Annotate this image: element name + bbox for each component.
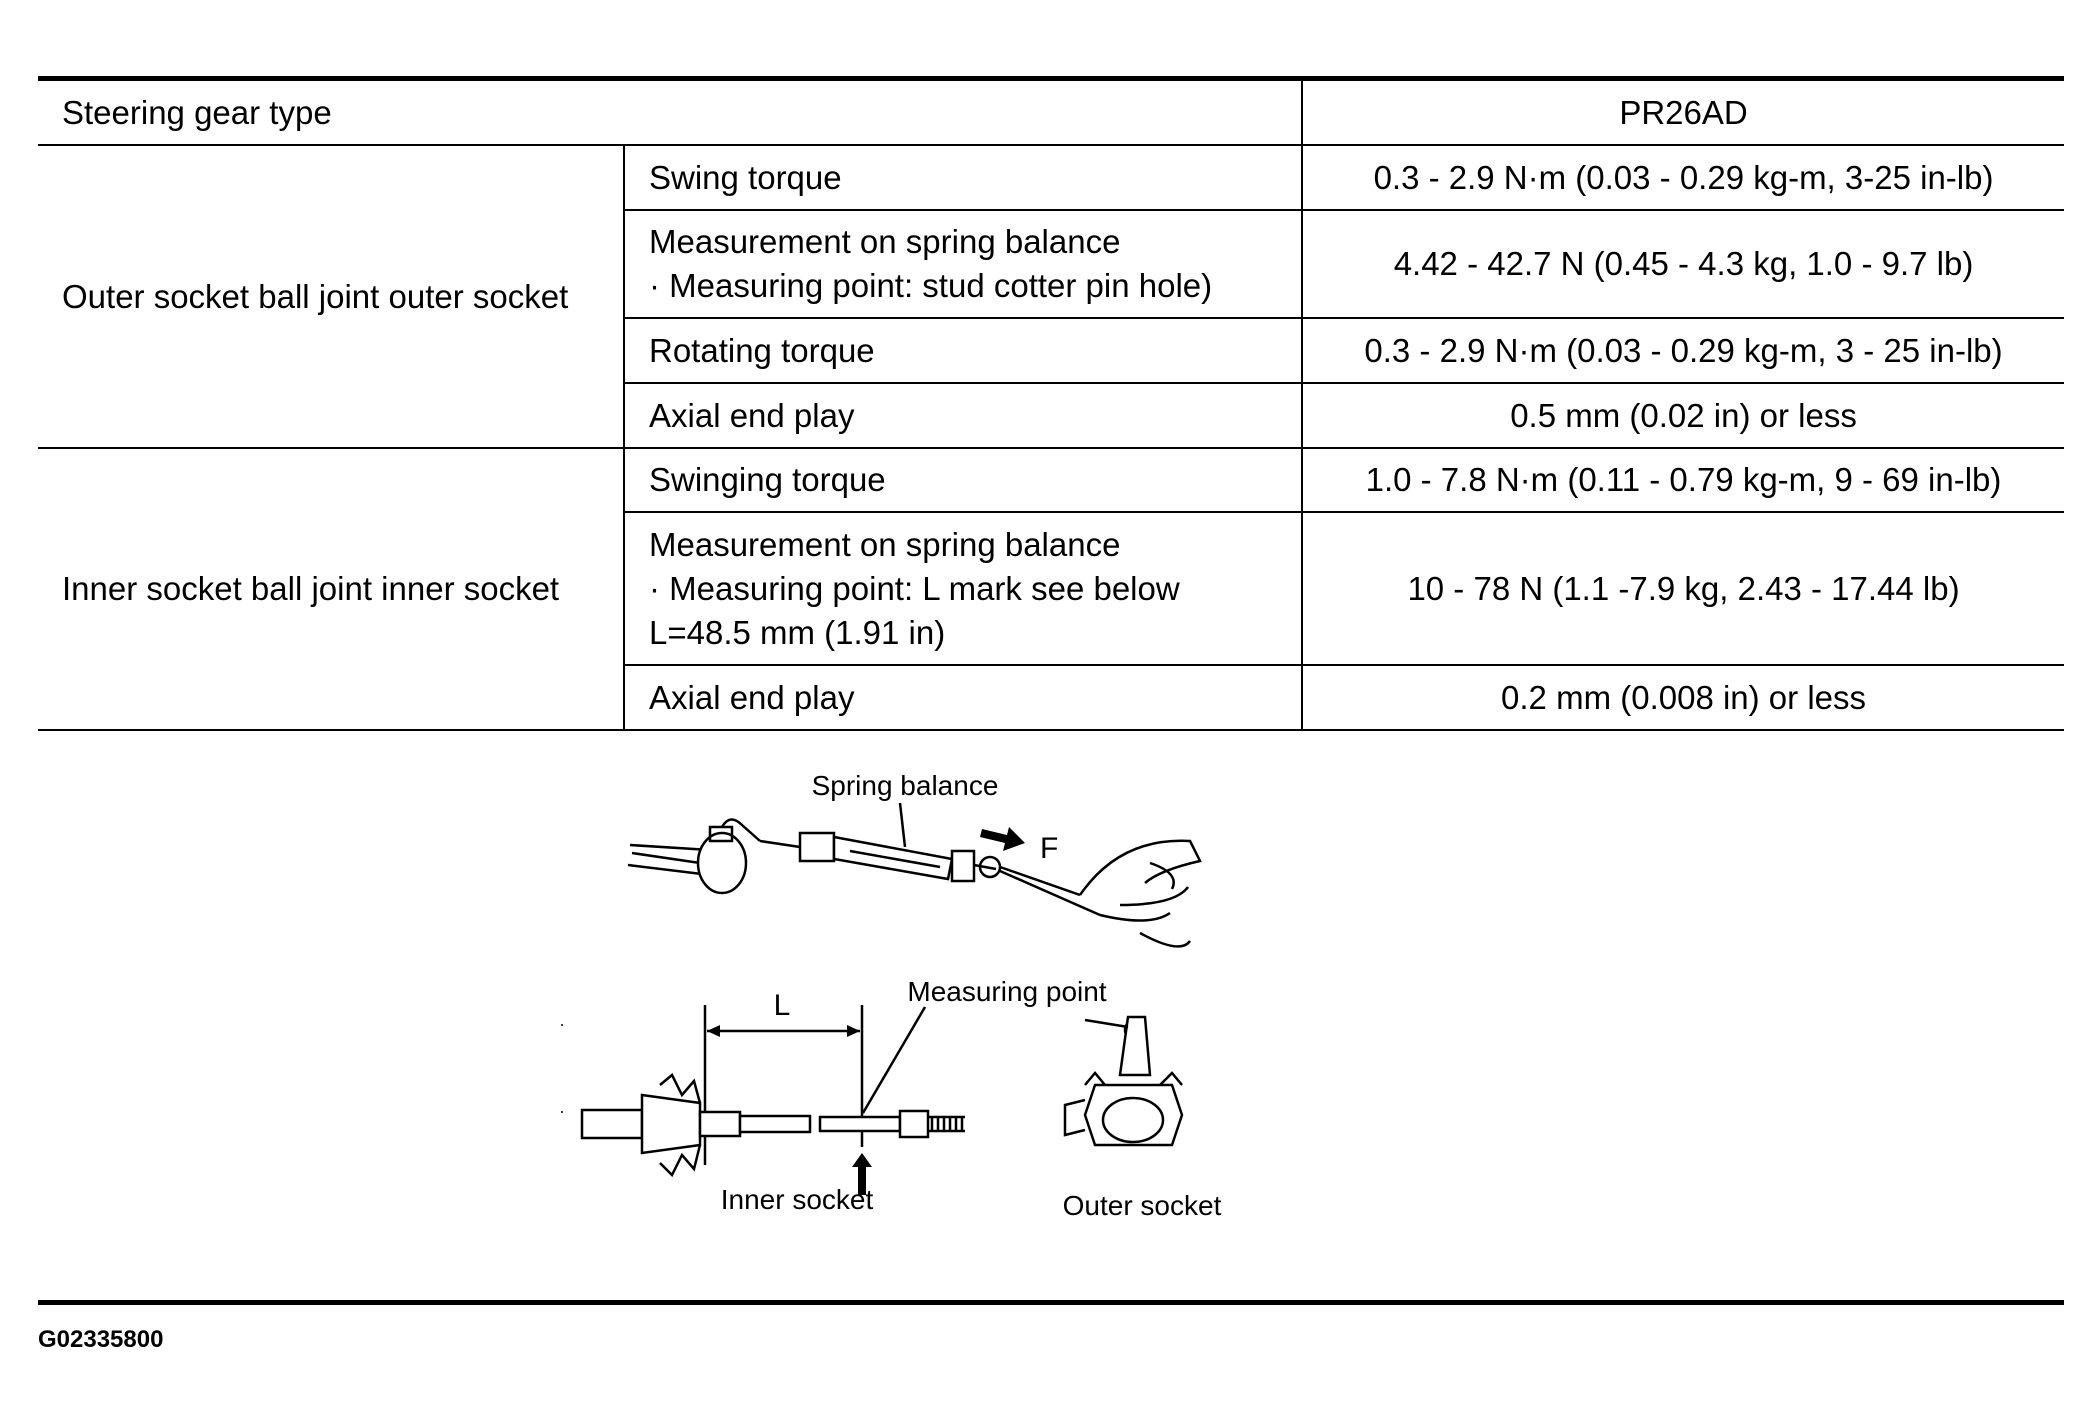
row-item-line: Measurement on spring balance bbox=[649, 525, 1121, 563]
row-item-line: · Measuring point: stud cotter pin hole) bbox=[649, 267, 1213, 304]
spring-balance-illustration bbox=[627, 818, 1202, 948]
push-arrow bbox=[852, 1153, 872, 1195]
bottom-rule bbox=[38, 1300, 2064, 1305]
measuring-point-leader bbox=[861, 1006, 927, 1114]
row-value: 10 - 78 N (1.1 -7.9 kg, 2.43 - 17.44 lb) bbox=[1301, 511, 2065, 666]
row-value: 0.3 - 2.9 N·m (0.03 - 0.29 kg-m, 3 - 25 … bbox=[1301, 317, 2065, 384]
force-label: F bbox=[1040, 832, 1058, 865]
length-label: L bbox=[774, 989, 791, 1022]
table-header-row: Steering gear type PR26AD bbox=[38, 81, 2065, 146]
outer-socket-illustration bbox=[1063, 1015, 1184, 1147]
table-row: Measurement on spring balance · Measurin… bbox=[38, 511, 2065, 666]
row-item: Rotating torque bbox=[622, 317, 1303, 384]
row-item: Swing torque bbox=[622, 144, 1303, 211]
group-name: Inner socket ball joint inner socket bbox=[38, 447, 624, 731]
spring-balance-pointer bbox=[898, 802, 907, 848]
outer-measuring-leader bbox=[1084, 1018, 1129, 1029]
row-item-line: L=48.5 mm (1.91 in) bbox=[649, 613, 946, 651]
row-value: 1.0 - 7.8 N·m (0.11 - 0.79 kg-m, 9 - 69 … bbox=[1301, 447, 2065, 513]
table-row: Measurement on spring balance · Measurin… bbox=[38, 209, 2065, 319]
table-row: Rotating torque 0.3 - 2.9 N·m (0.03 - 0.… bbox=[38, 317, 2065, 384]
measuring-point-label: Measuring point bbox=[907, 976, 1106, 1007]
row-item-line: Rotating torque bbox=[649, 331, 875, 369]
graphic-id: G02335800 bbox=[38, 1326, 164, 1353]
header-label: Steering gear type bbox=[38, 81, 1303, 146]
inner-socket-label: Inner socket bbox=[721, 1184, 874, 1215]
header-value: PR26AD bbox=[1301, 81, 2065, 146]
measurement-illustration: Spring balance F L Measuring point Inner… bbox=[561, 770, 1222, 1221]
spring-balance-label: Spring balance bbox=[812, 770, 999, 801]
measurement-figure: Spring balance F L Measuring point Inner… bbox=[560, 755, 1260, 1235]
row-item: Measurement on spring balance · Measurin… bbox=[622, 209, 1303, 319]
row-item-line: Axial end play bbox=[649, 396, 855, 434]
row-item-line: Swing torque bbox=[649, 158, 842, 196]
row-item: Measurement on spring balance · Measurin… bbox=[622, 511, 1303, 666]
row-item: Axial end play bbox=[622, 664, 1303, 731]
row-value: 0.5 mm (0.02 in) or less bbox=[1301, 382, 2065, 449]
row-item-line: Swinging torque bbox=[649, 461, 886, 498]
row-value: 0.3 - 2.9 N·m (0.03 - 0.29 kg-m, 3-25 in… bbox=[1301, 144, 2065, 211]
table-row: Axial end play 0.5 mm (0.02 in) or less bbox=[38, 382, 2065, 449]
top-rule bbox=[38, 76, 2064, 81]
row-value: 0.2 mm (0.008 in) or less bbox=[1301, 664, 2065, 731]
row-item: Swinging torque bbox=[622, 447, 1303, 513]
table-row: Axial end play 0.2 mm (0.008 in) or less bbox=[38, 664, 2065, 731]
inner-socket-illustration bbox=[580, 1073, 965, 1178]
row-item: Axial end play bbox=[622, 382, 1303, 449]
row-item-line: Measurement on spring balance bbox=[649, 223, 1121, 260]
row-value: 4.42 - 42.7 N (0.45 - 4.3 kg, 1.0 - 9.7 … bbox=[1301, 209, 2065, 319]
table-row: Outer socket ball joint outer socket Swi… bbox=[38, 144, 2065, 449]
row-item-line: · Measuring point: L mark see below bbox=[649, 569, 1180, 607]
outer-socket-label: Outer socket bbox=[1063, 1190, 1222, 1221]
row-item-line: Axial end play bbox=[649, 678, 855, 716]
spec-table: Steering gear type PR26AD Outer socket b… bbox=[38, 81, 2065, 731]
group-name: Outer socket ball joint outer socket bbox=[38, 144, 624, 449]
force-arrow bbox=[980, 827, 1025, 851]
table-row: Inner socket ball joint inner socket Swi… bbox=[38, 447, 2065, 731]
